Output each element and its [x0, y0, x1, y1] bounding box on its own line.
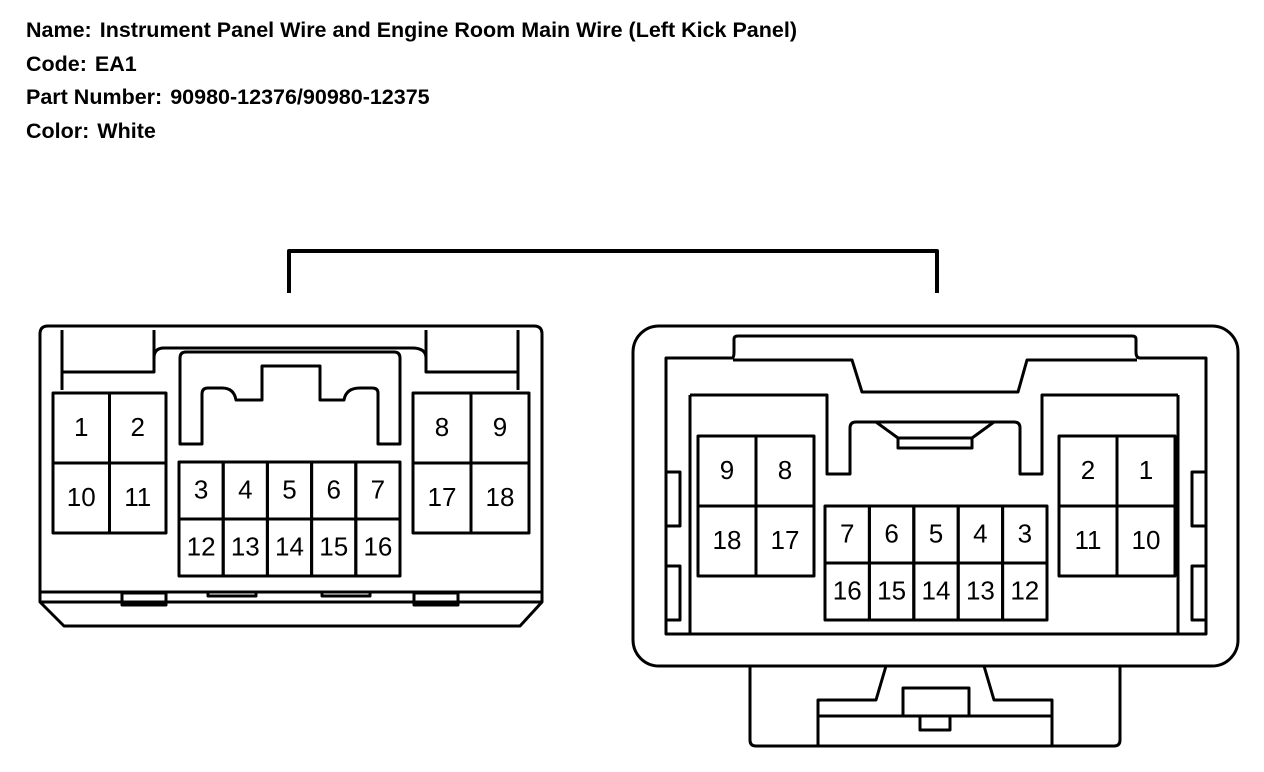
- color-value: White: [97, 118, 156, 143]
- pin-number: 11: [1075, 525, 1102, 555]
- pin-number: 1: [1139, 455, 1153, 485]
- pin-number: 10: [1132, 525, 1161, 555]
- pairing-bracket: [287, 249, 939, 293]
- pin-number: 5: [929, 518, 943, 548]
- pin-number: 12: [187, 531, 216, 561]
- pin-number: 7: [371, 474, 385, 504]
- pin-number: 14: [275, 531, 304, 561]
- pin-number: 8: [435, 412, 449, 442]
- pin-number: 13: [966, 575, 995, 605]
- left-conn-left-pins: 1 2 10 11: [51, 391, 168, 535]
- pin-number: 3: [194, 474, 208, 504]
- pin-number: 9: [720, 455, 734, 485]
- pin-cavity: [1115, 504, 1177, 578]
- pin-number: 6: [884, 518, 898, 548]
- left-connector-body: [38, 324, 544, 628]
- pin-number: 17: [428, 482, 457, 512]
- pin-cavity: [354, 517, 402, 578]
- part-number-label: Part Number:: [26, 85, 163, 109]
- pin-number: 16: [363, 531, 392, 561]
- pin-number: 5: [282, 474, 296, 504]
- pin-number: 15: [319, 531, 348, 561]
- pin-number: 11: [124, 482, 151, 512]
- pin-number: 2: [1081, 455, 1095, 485]
- color-row: Color: White: [26, 115, 797, 149]
- pin-number: 17: [771, 525, 800, 555]
- name-value: Instrument Panel Wire and Engine Room Ma…: [99, 18, 797, 42]
- part-number-row: Part Number: 90980-12376/90980-12375: [26, 81, 797, 115]
- pin-number: 6: [326, 474, 340, 504]
- pin-number: 18: [713, 525, 742, 555]
- color-label: Color:: [26, 118, 90, 143]
- pin-cavity: [1001, 561, 1049, 622]
- right-conn-left-pins: 9 8 18 17: [696, 434, 816, 578]
- code-label: Code:: [26, 51, 87, 76]
- pin-number: 3: [1018, 518, 1032, 548]
- connector-info: Name: Instrument Panel Wire and Engine Ro…: [26, 14, 797, 148]
- pin-number: 9: [493, 412, 507, 442]
- pin-number: 10: [67, 482, 96, 512]
- pin-number: 4: [973, 518, 987, 548]
- pin-cavity: [469, 461, 531, 535]
- pin-number: 7: [840, 518, 854, 548]
- pin-cavity: [108, 461, 168, 535]
- pin-number: 2: [131, 412, 145, 442]
- left-conn-right-pins: 8 9 17 18: [411, 391, 531, 535]
- pin-number: 18: [486, 482, 515, 512]
- pin-number: 15: [877, 575, 906, 605]
- pin-number: 13: [231, 531, 260, 561]
- name-label: Name:: [26, 18, 92, 42]
- part-number-value: 90980-12376/90980-12375: [170, 85, 430, 109]
- code-row: Code: EA1: [26, 48, 797, 82]
- pin-number: 14: [922, 575, 951, 605]
- name-row: Name: Instrument Panel Wire and Engine Ro…: [26, 14, 797, 48]
- pin-number: 12: [1010, 575, 1039, 605]
- code-value: EA1: [94, 51, 137, 76]
- right-connector-body: [631, 324, 1240, 748]
- pin-number: 16: [833, 575, 862, 605]
- pin-number: 4: [238, 474, 252, 504]
- pin-number: 8: [778, 455, 792, 485]
- pin-cavity: [754, 504, 816, 578]
- pin-number: 1: [74, 412, 88, 442]
